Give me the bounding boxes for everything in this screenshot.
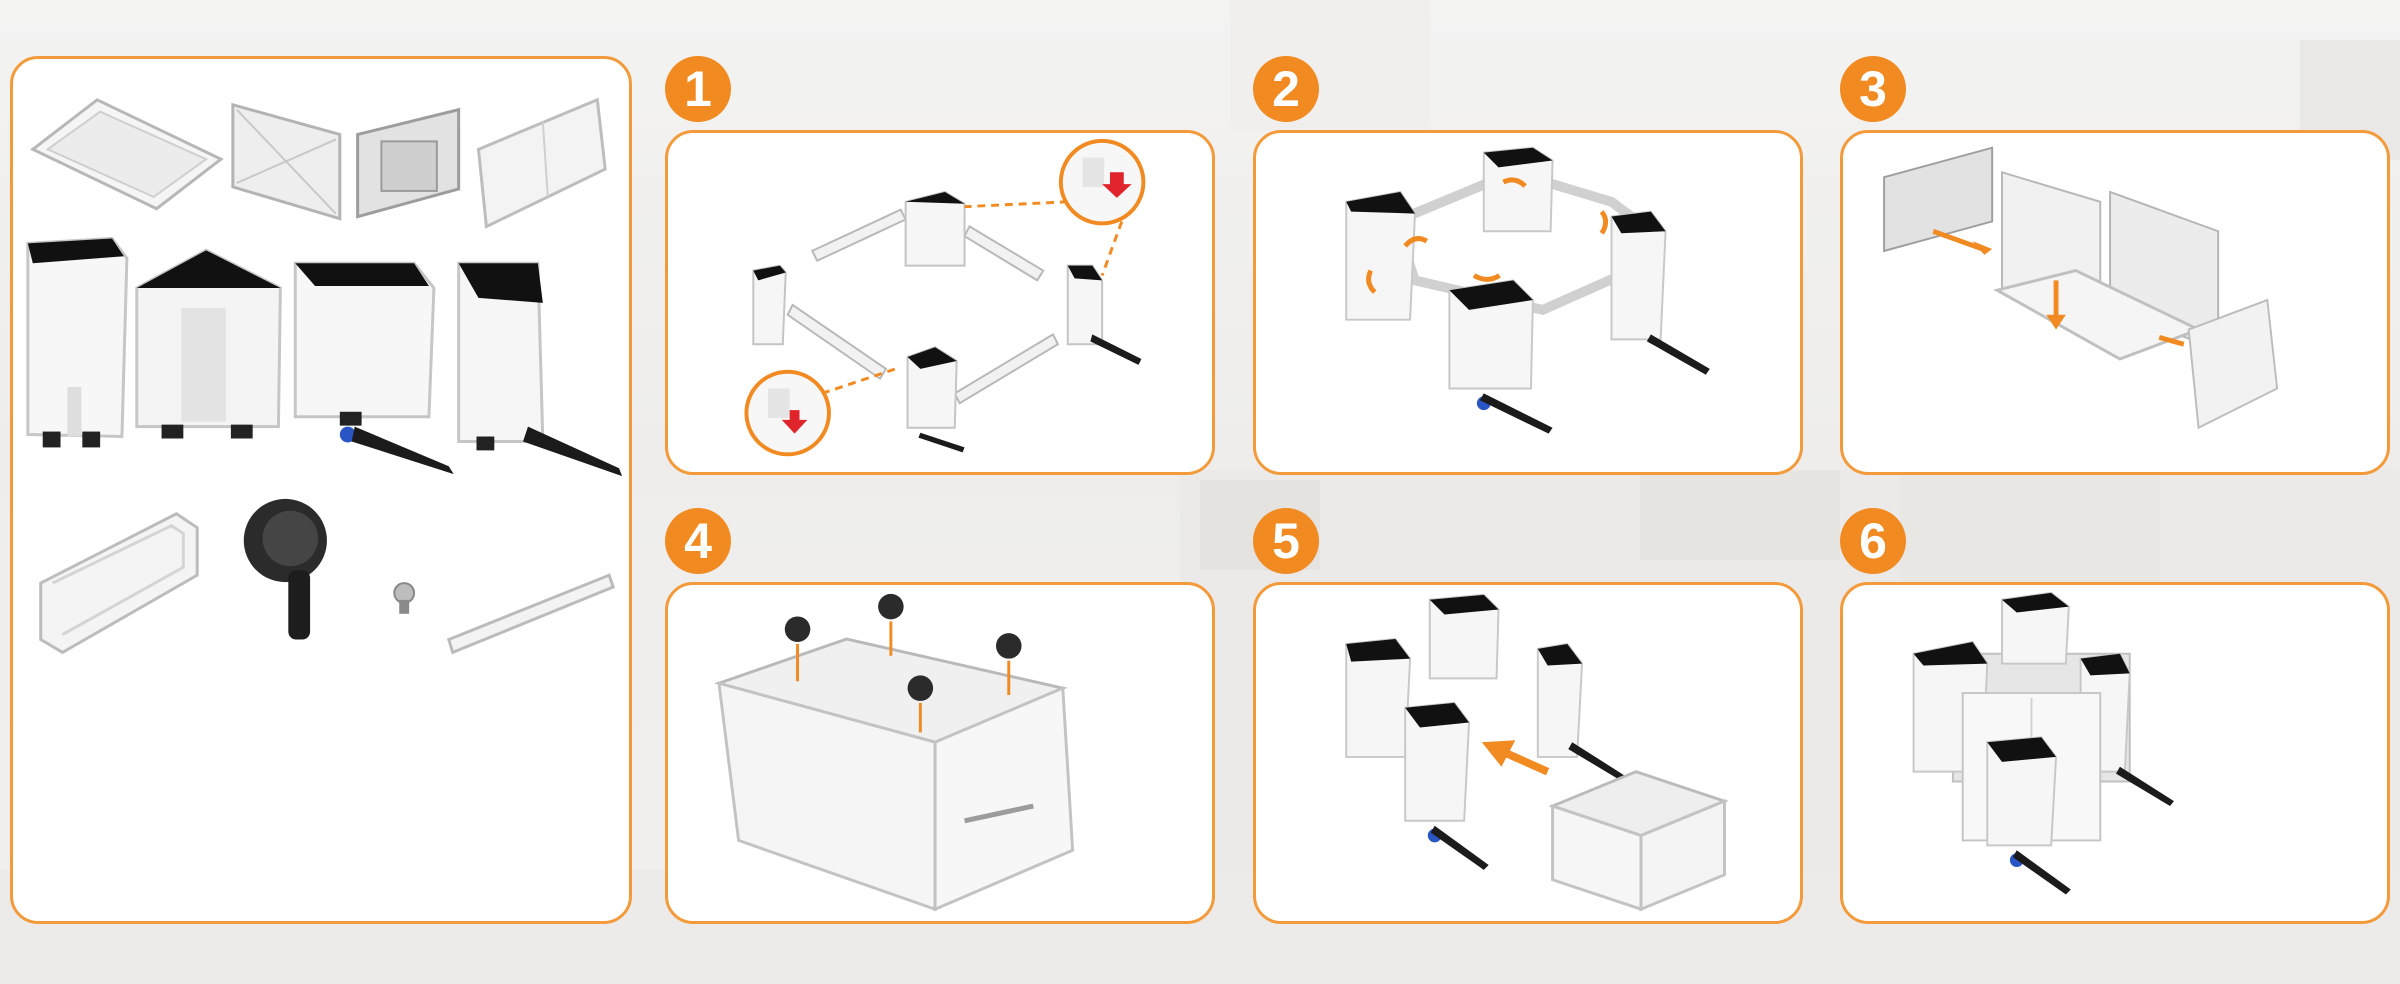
base-tray-part <box>33 100 221 209</box>
step-3-illustration <box>1843 133 2387 472</box>
step-4-illustration <box>668 585 1212 921</box>
step-2-badge: 2 <box>1253 56 1319 122</box>
parts-illustration <box>13 59 629 921</box>
step-4-badge: 4 <box>665 508 731 574</box>
step-5-illustration <box>1256 585 1800 921</box>
step-6-panel <box>1840 582 2390 924</box>
drawer-front-part <box>478 100 605 227</box>
corner-post-part <box>28 238 127 447</box>
step-6-badge: 6 <box>1840 508 1906 574</box>
parts-panel <box>10 56 632 924</box>
corner-post-part <box>137 250 281 438</box>
back-panel-part <box>358 110 459 217</box>
screw-part <box>394 583 414 614</box>
step-3-panel <box>1840 130 2390 475</box>
drawer-box-assembly <box>1884 148 2277 428</box>
step-6-illustration <box>1843 585 2387 921</box>
corner-post-part <box>459 263 622 476</box>
drawer-box <box>1553 772 1725 910</box>
step-4-panel <box>665 582 1215 924</box>
step-5-panel <box>1253 582 1803 924</box>
step-1-badge: 1 <box>665 56 731 122</box>
assembled-frame <box>1346 148 1710 434</box>
step-3-badge: 3 <box>1840 56 1906 122</box>
side-panel-part <box>233 105 340 219</box>
step-1-panel <box>665 130 1215 475</box>
step-2-illustration <box>1256 133 1800 472</box>
rail-part <box>449 575 613 652</box>
step-1-illustration <box>668 133 1212 472</box>
step-5-badge: 5 <box>1253 508 1319 574</box>
step-2-panel <box>1253 130 1803 475</box>
detail-callout <box>965 141 1144 276</box>
caster-wheel-part <box>244 499 327 640</box>
corner-post-part <box>295 263 453 474</box>
handle-part <box>41 514 197 653</box>
drawer-upside-down <box>719 639 1073 909</box>
detail-callout <box>746 369 895 454</box>
finished-stand <box>1914 593 2174 895</box>
